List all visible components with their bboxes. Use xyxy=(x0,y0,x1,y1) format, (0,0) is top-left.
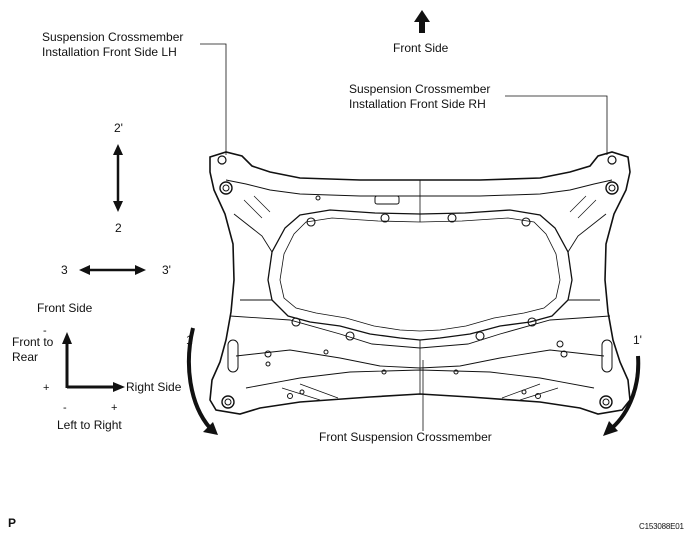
mount-hole xyxy=(599,395,613,409)
curved-arrow-icon xyxy=(603,355,641,436)
bolt-hole xyxy=(380,213,390,223)
bolt-hole xyxy=(527,317,537,327)
mount-hole xyxy=(607,155,617,165)
bolt-hole xyxy=(535,393,541,399)
crossmember-frame xyxy=(209,151,631,415)
mount-hole xyxy=(219,181,233,195)
left-to-right-label: Left to Right xyxy=(57,418,122,432)
double-arrow-vertical-icon xyxy=(113,144,123,212)
bolt-hole xyxy=(306,217,316,227)
rh-callout-line1: Suspension Crossmember xyxy=(349,82,491,96)
bolt-hole xyxy=(560,350,568,358)
direction-1-label: 1 xyxy=(186,333,193,347)
lh-callout-line2: Installation Front Side LH xyxy=(42,45,177,59)
mount-holes xyxy=(217,155,619,409)
mount-hole xyxy=(602,398,610,406)
bolt-hole xyxy=(315,195,321,201)
bolt-hole xyxy=(265,361,271,367)
front-arrow-icon xyxy=(414,10,430,33)
bolt-hole xyxy=(291,317,301,327)
bolt-hole xyxy=(323,349,329,355)
right-side-label: Right Side xyxy=(126,380,182,394)
bolt-hole xyxy=(556,340,564,348)
mount-hole xyxy=(217,155,227,165)
bolt-hole xyxy=(287,393,293,399)
leader-lines xyxy=(200,43,608,431)
axis-x-minus-label: - xyxy=(63,402,67,414)
mount-hole xyxy=(608,184,616,192)
direction-2-label: 2 xyxy=(115,221,122,235)
lh-callout-line1: Suspension Crossmember xyxy=(42,30,184,44)
bolt-hole xyxy=(521,389,527,395)
axis-x-plus-label: + xyxy=(111,402,118,414)
rh-callout-line2: Installation Front Side RH xyxy=(349,97,486,111)
curved-arrow-icon xyxy=(186,327,218,435)
bolt-hole xyxy=(381,369,387,375)
bolt-hole xyxy=(447,213,457,223)
mount-hole xyxy=(222,184,230,192)
axis-y-minus-label: - xyxy=(43,325,47,337)
axes-icon xyxy=(62,332,125,392)
mount-hole xyxy=(224,398,232,406)
mount-hole xyxy=(221,395,235,409)
direction-1-prime-label: 1' xyxy=(633,333,642,347)
bolt-hole xyxy=(521,217,531,227)
double-arrow-horizontal-icon xyxy=(79,265,146,275)
front-suspension-crossmember-label: Front Suspension Crossmember xyxy=(319,430,492,444)
direction-2-prime-label: 2' xyxy=(114,121,123,135)
front-side-top-label: Front Side xyxy=(393,41,449,55)
front-to-rear-label-2: Rear xyxy=(12,350,39,364)
direction-3-prime-label: 3' xyxy=(162,263,171,277)
front-side-axes-label: Front Side xyxy=(37,301,93,315)
corner-p-label: P xyxy=(8,516,17,530)
bolt-hole xyxy=(264,350,272,358)
direction-3-label: 3 xyxy=(61,263,68,277)
bolt-hole xyxy=(345,331,355,341)
figure-code-label: C153088E01 xyxy=(639,522,684,531)
front-to-rear-label-1: Front to xyxy=(12,335,54,349)
mount-hole xyxy=(605,181,619,195)
axis-y-plus-label: + xyxy=(43,382,50,394)
bolt-hole xyxy=(299,389,305,395)
bolt-hole xyxy=(475,331,485,341)
bolt-hole xyxy=(453,369,459,375)
